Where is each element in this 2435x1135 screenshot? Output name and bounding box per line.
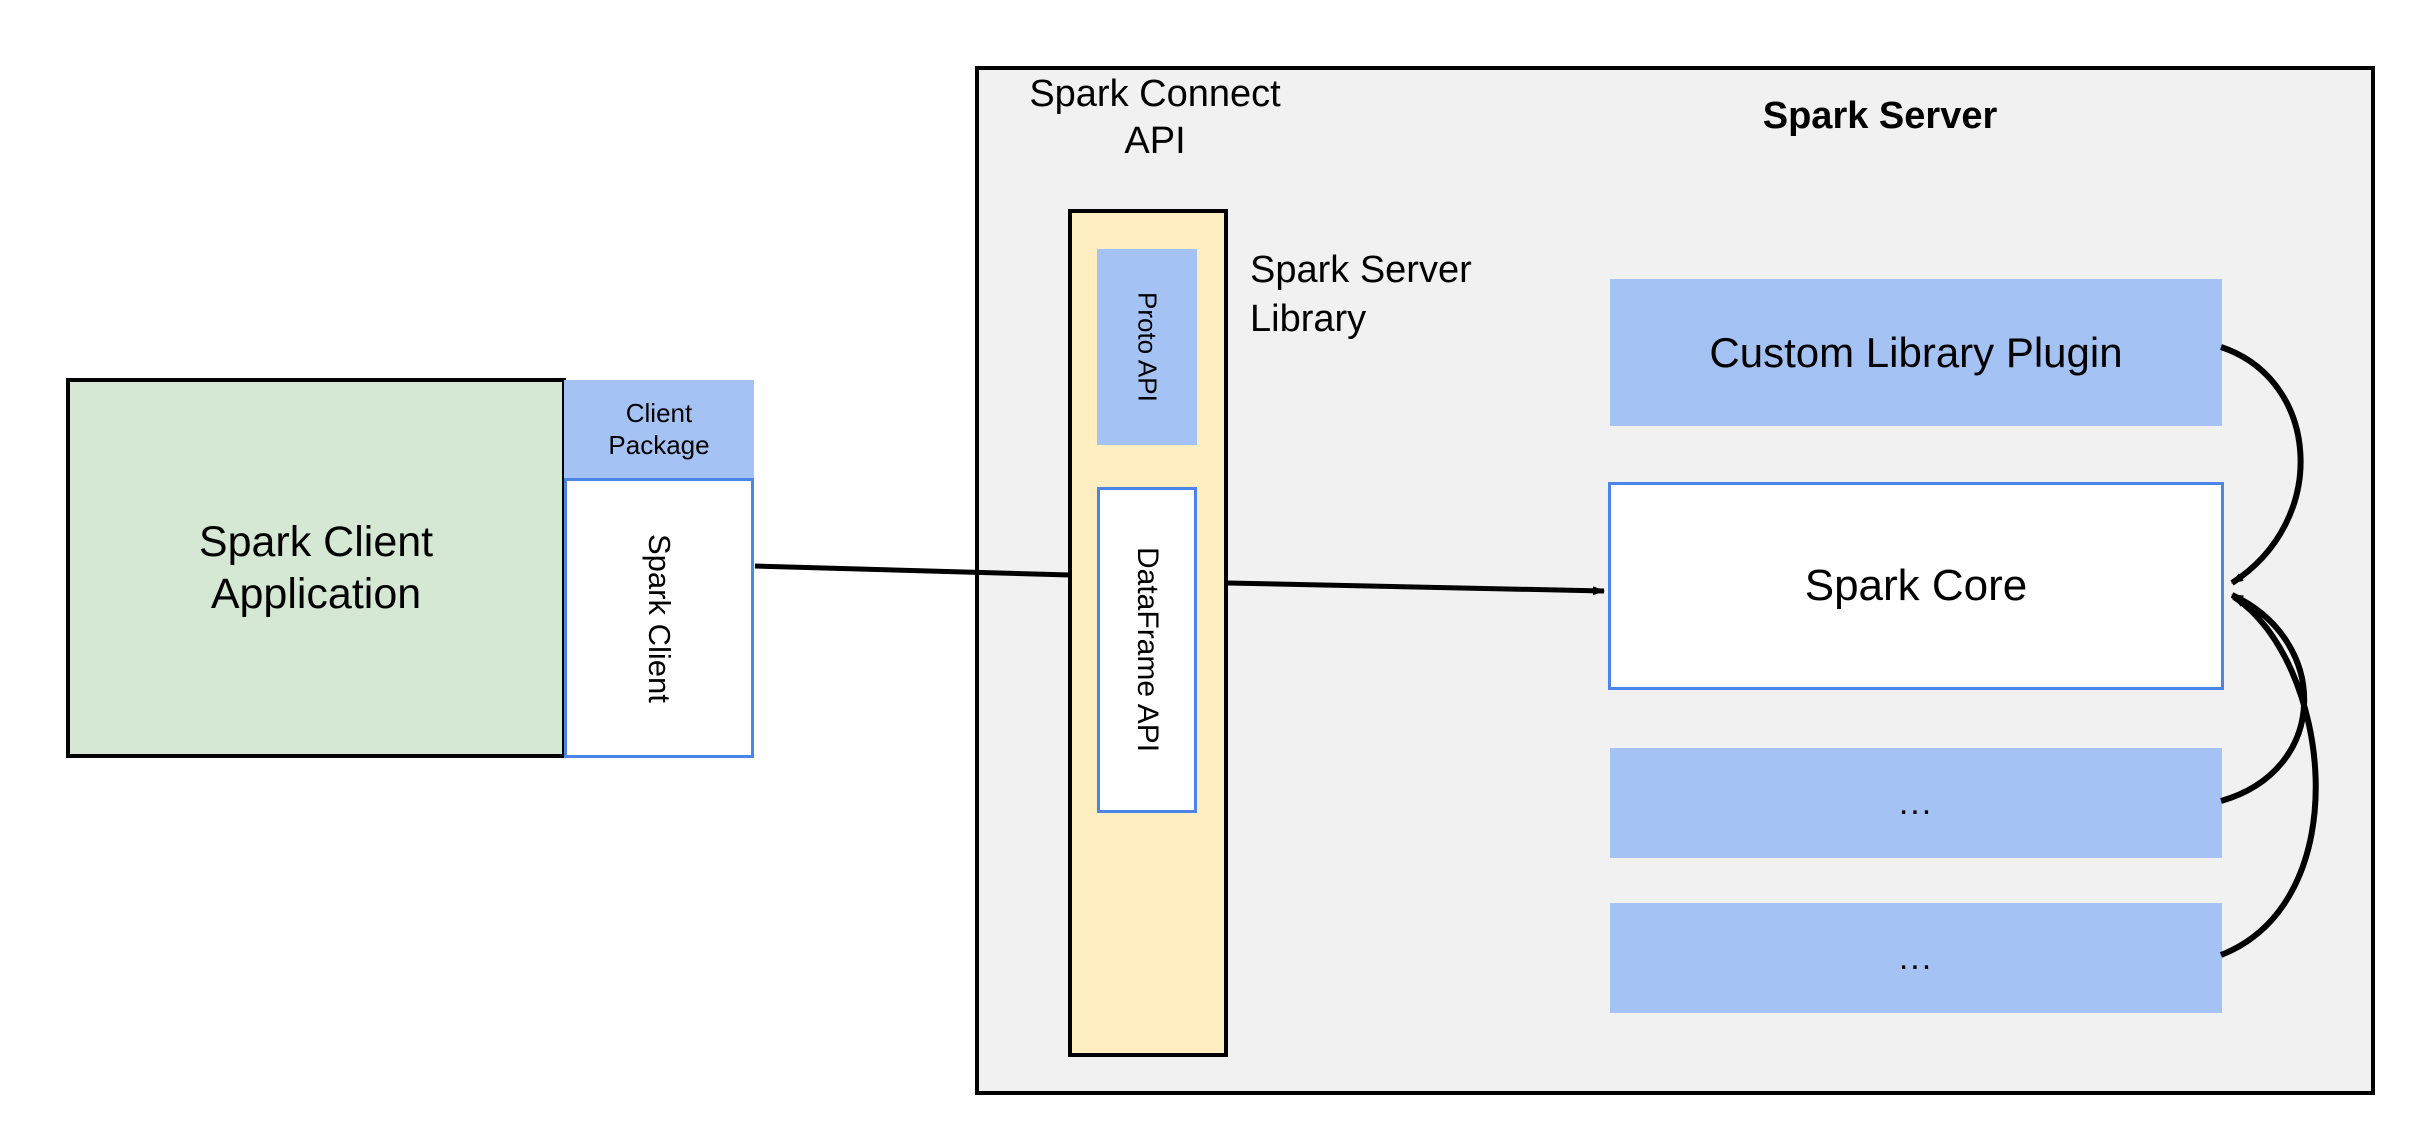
spark-client-application-box: Spark Client Application	[66, 378, 566, 758]
spark-client-box: Spark Client	[564, 478, 754, 758]
spark-core-box: Spark Core	[1608, 482, 2224, 690]
placeholder-box-2: ...	[1610, 903, 2222, 1013]
proto-api-box: Proto API	[1097, 249, 1197, 445]
spark-client-label: Spark Client	[642, 533, 677, 703]
spark-server-title: Spark Server	[1762, 94, 1998, 137]
spark-server-library-label: Spark Server Library	[1250, 249, 1472, 341]
custom-library-plugin-box: Custom Library Plugin	[1610, 279, 2222, 426]
placeholder-box-1: ...	[1610, 748, 2222, 858]
spark-connect-api-label: Spark Connect API	[1029, 72, 1281, 163]
proto-api-label: Proto API	[1132, 292, 1163, 402]
client-package-box: Client Package	[564, 380, 754, 479]
dataframe-api-label: DataFrame API	[1131, 547, 1164, 753]
dataframe-api-box: DataFrame API	[1097, 487, 1197, 813]
